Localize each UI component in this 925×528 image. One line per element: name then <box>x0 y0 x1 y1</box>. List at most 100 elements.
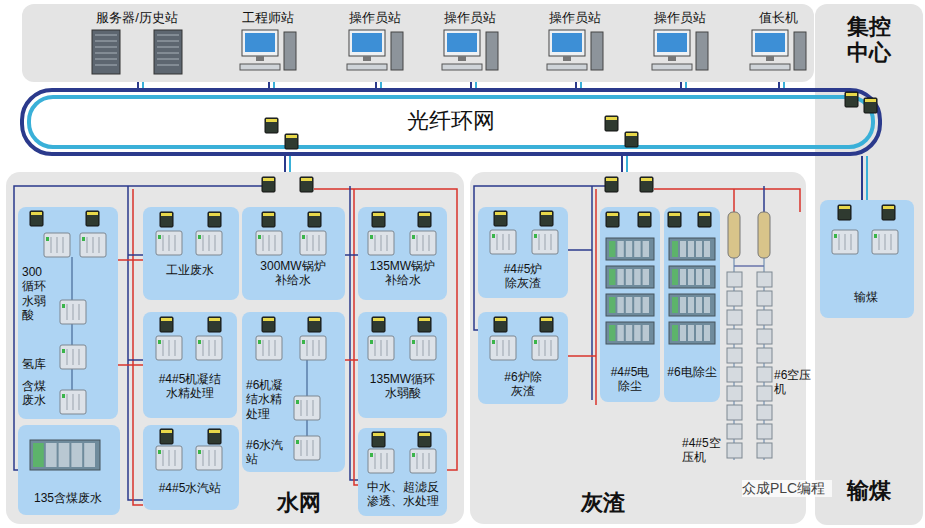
plc-unit <box>256 231 282 255</box>
compressor-unit <box>757 310 772 325</box>
compressor-unit <box>727 424 742 439</box>
node-graphics <box>143 207 239 300</box>
plc-led <box>302 340 305 344</box>
switch-lights <box>865 99 876 102</box>
plc-body <box>532 336 558 360</box>
network-link <box>375 82 377 88</box>
plc-slot <box>163 235 164 251</box>
rack-module <box>704 297 710 313</box>
monitor-stand <box>256 56 264 61</box>
rack-module <box>643 325 649 341</box>
rack-body <box>669 238 715 260</box>
network-switch <box>605 116 618 131</box>
plc-led <box>370 453 373 457</box>
network-switch <box>308 317 321 332</box>
switch-lights <box>641 178 652 181</box>
network-link <box>470 82 472 88</box>
server-slot <box>95 35 117 36</box>
plc-unit <box>60 390 86 414</box>
plc-unit <box>410 336 436 360</box>
plc-slot <box>215 450 216 466</box>
server-slot <box>157 47 179 48</box>
plc-slot <box>497 234 498 250</box>
cable-line <box>289 156 291 172</box>
server-icon <box>92 30 120 74</box>
monitor <box>444 30 480 56</box>
plc-unit <box>410 231 436 255</box>
node-label: 135MW循环水弱酸 <box>366 372 439 401</box>
monitor-stand <box>668 56 676 61</box>
rack-body <box>30 440 100 470</box>
compressor-unit <box>727 367 742 382</box>
plc-slot <box>275 340 276 356</box>
network-switch <box>30 211 43 226</box>
plc-led <box>834 234 837 238</box>
node-label: 操作员站 <box>335 10 415 26</box>
network-switch <box>605 177 618 192</box>
switch-body <box>265 118 278 133</box>
plc-led <box>82 237 85 241</box>
plc-station-box: 135MW锅炉补给水 <box>358 207 447 300</box>
plc-station-box: 中水、超滤反渗透、水处理 <box>358 428 447 516</box>
switch-body <box>372 317 385 332</box>
plc-led <box>296 400 299 404</box>
rack-module <box>680 269 686 285</box>
network-link <box>621 156 623 172</box>
region-title: 集控中心 <box>843 14 895 67</box>
plc-slot <box>203 340 204 356</box>
rack-module <box>626 269 632 285</box>
rack-module <box>609 269 615 285</box>
pc-tower <box>486 32 498 70</box>
network-switch <box>418 432 431 447</box>
rack-module <box>609 297 615 313</box>
plc-slot <box>67 304 68 320</box>
network-switch <box>606 212 619 227</box>
plc-body <box>410 449 436 473</box>
cable-line <box>128 186 143 500</box>
plc-slot <box>539 340 540 356</box>
pc-tower <box>284 32 296 70</box>
pc-tower <box>794 32 806 70</box>
rack-module <box>672 297 678 313</box>
rack-module <box>71 443 82 467</box>
network-switch <box>540 211 553 226</box>
plc-unit <box>410 449 436 473</box>
plc-slot <box>375 340 376 356</box>
plc-body <box>872 230 898 254</box>
switch-lights <box>263 318 274 321</box>
plc-slot <box>63 237 64 253</box>
plc-body <box>832 230 858 254</box>
cable-line <box>626 156 628 172</box>
plc-slot <box>307 400 308 416</box>
node-graphics <box>143 425 239 510</box>
monitor-stand <box>363 56 371 61</box>
plc-slot <box>839 234 840 250</box>
network-switch <box>208 212 221 227</box>
monitor <box>549 30 585 56</box>
plc-slot <box>73 349 74 365</box>
rack-module <box>696 297 702 313</box>
workstation: 操作员站 <box>430 8 512 82</box>
compressor-unit <box>757 424 772 439</box>
switch-lights <box>419 213 430 216</box>
node-graphics <box>143 312 237 418</box>
node-label: #4#5水汽站 <box>143 481 237 495</box>
plc-unit <box>294 396 320 420</box>
switch-body <box>208 317 221 332</box>
plc-slot <box>87 237 88 253</box>
rack-module <box>609 325 615 341</box>
node-label: #6水汽站 <box>246 438 284 467</box>
plc-body <box>256 231 282 255</box>
network-switch <box>372 432 385 447</box>
plc-station-box: #4#5水汽站 <box>143 425 239 510</box>
switch-lights <box>839 206 850 209</box>
switch-lights <box>286 135 297 138</box>
plc-body <box>256 336 282 360</box>
rack-module <box>84 443 95 467</box>
plc-slot <box>423 235 424 251</box>
rack-body <box>606 322 654 344</box>
plc-body <box>368 449 394 473</box>
plc-led <box>412 453 415 457</box>
monitor <box>349 30 385 56</box>
keyboard <box>347 64 387 70</box>
